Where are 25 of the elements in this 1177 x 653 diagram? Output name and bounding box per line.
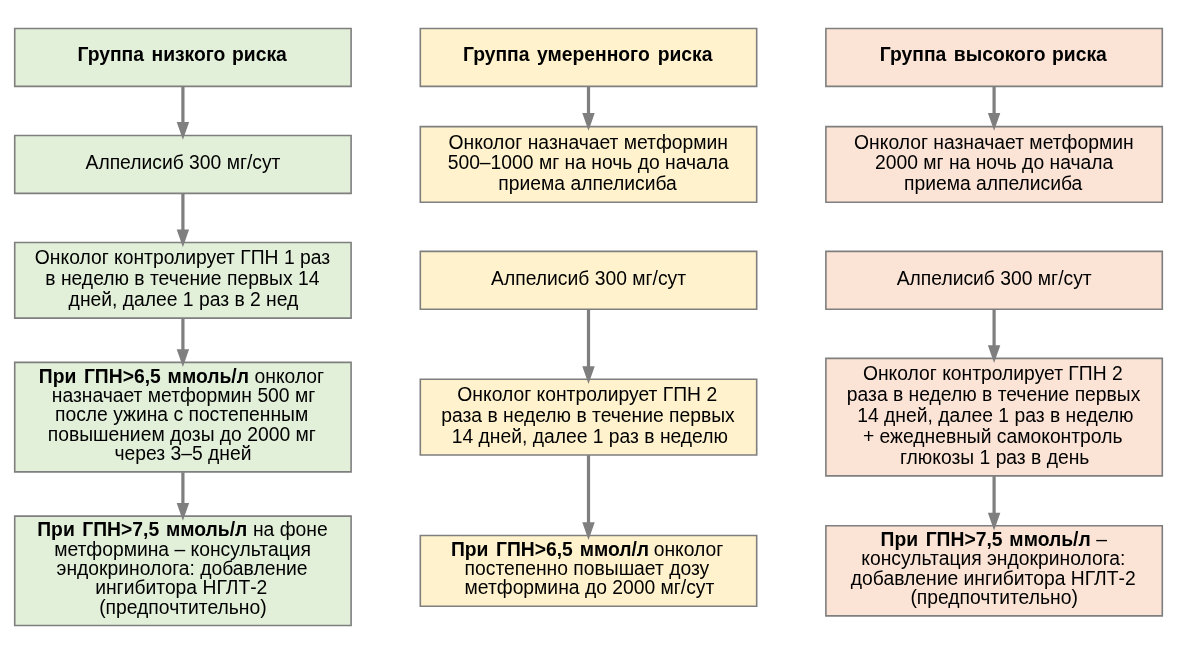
node-box: При ГПН>6,5 ммоль/л онколог назначает метформин 500 мг после ужина с постепенным повышением дозы до 2000 мг через 3–5 дней (13, 361, 352, 473)
arrow (176, 193, 190, 247)
arrow (987, 475, 1001, 530)
arrow (176, 86, 190, 140)
node-box: Алпелисиб 300 мг/сут (825, 250, 1164, 310)
node-box: При ГПН>7,5 ммоль/л на фоне метформина – консультация эндокринолога: добавление ингибитора НГЛТ-2 (предпочтительно) (13, 514, 352, 626)
node-box: Онколог контролирует ГПН 1 раз в неделю в течение первых 14 дней, далее 1 раз в 2 нед (13, 241, 352, 319)
node-box: Онколог назначает метформин 2000 мг на ночь до начала приема алпелисиба (825, 125, 1164, 203)
node-box: Онколог назначает метформин 500–1000 мг на ночь до начала приема алпелисиба (419, 125, 758, 203)
arrow (176, 471, 190, 521)
node-box: Группа высокого риска (825, 27, 1164, 87)
node-box: Группа низкого риска (13, 27, 352, 87)
arrow (987, 86, 1001, 131)
node-box: Онколог контролирует ГПН 2 раза в неделю в течение первых 14 дней, далее 1 раз в неделю + ежедневный самоконтроль глюкозы 1 раз в день (825, 357, 1164, 477)
arrow (582, 86, 595, 131)
arrow (582, 454, 595, 540)
arrow (987, 309, 1001, 363)
node-box: Онколог контролирует ГПН 2 раза в неделю в течение первых 14 дней, далее 1 раз в неделю (419, 378, 758, 456)
node-box: При ГПН>6,5 ммол/л онколог постепенно повышает дозу метформина до 2000 мг/сут (419, 534, 758, 607)
node-box: Алпелисиб 300 мг/сут (419, 250, 758, 310)
node-box: При ГПН>7,5 ммоль/л – консультация эндокринолога: добавление ингибитора НГЛТ-2 (предпочтительно) (825, 524, 1164, 617)
arrow (176, 317, 190, 367)
node-box: Группа умеренного риска (419, 27, 758, 87)
arrow (582, 309, 595, 384)
node-box: Алпелисиб 300 мг/сут (13, 134, 352, 194)
